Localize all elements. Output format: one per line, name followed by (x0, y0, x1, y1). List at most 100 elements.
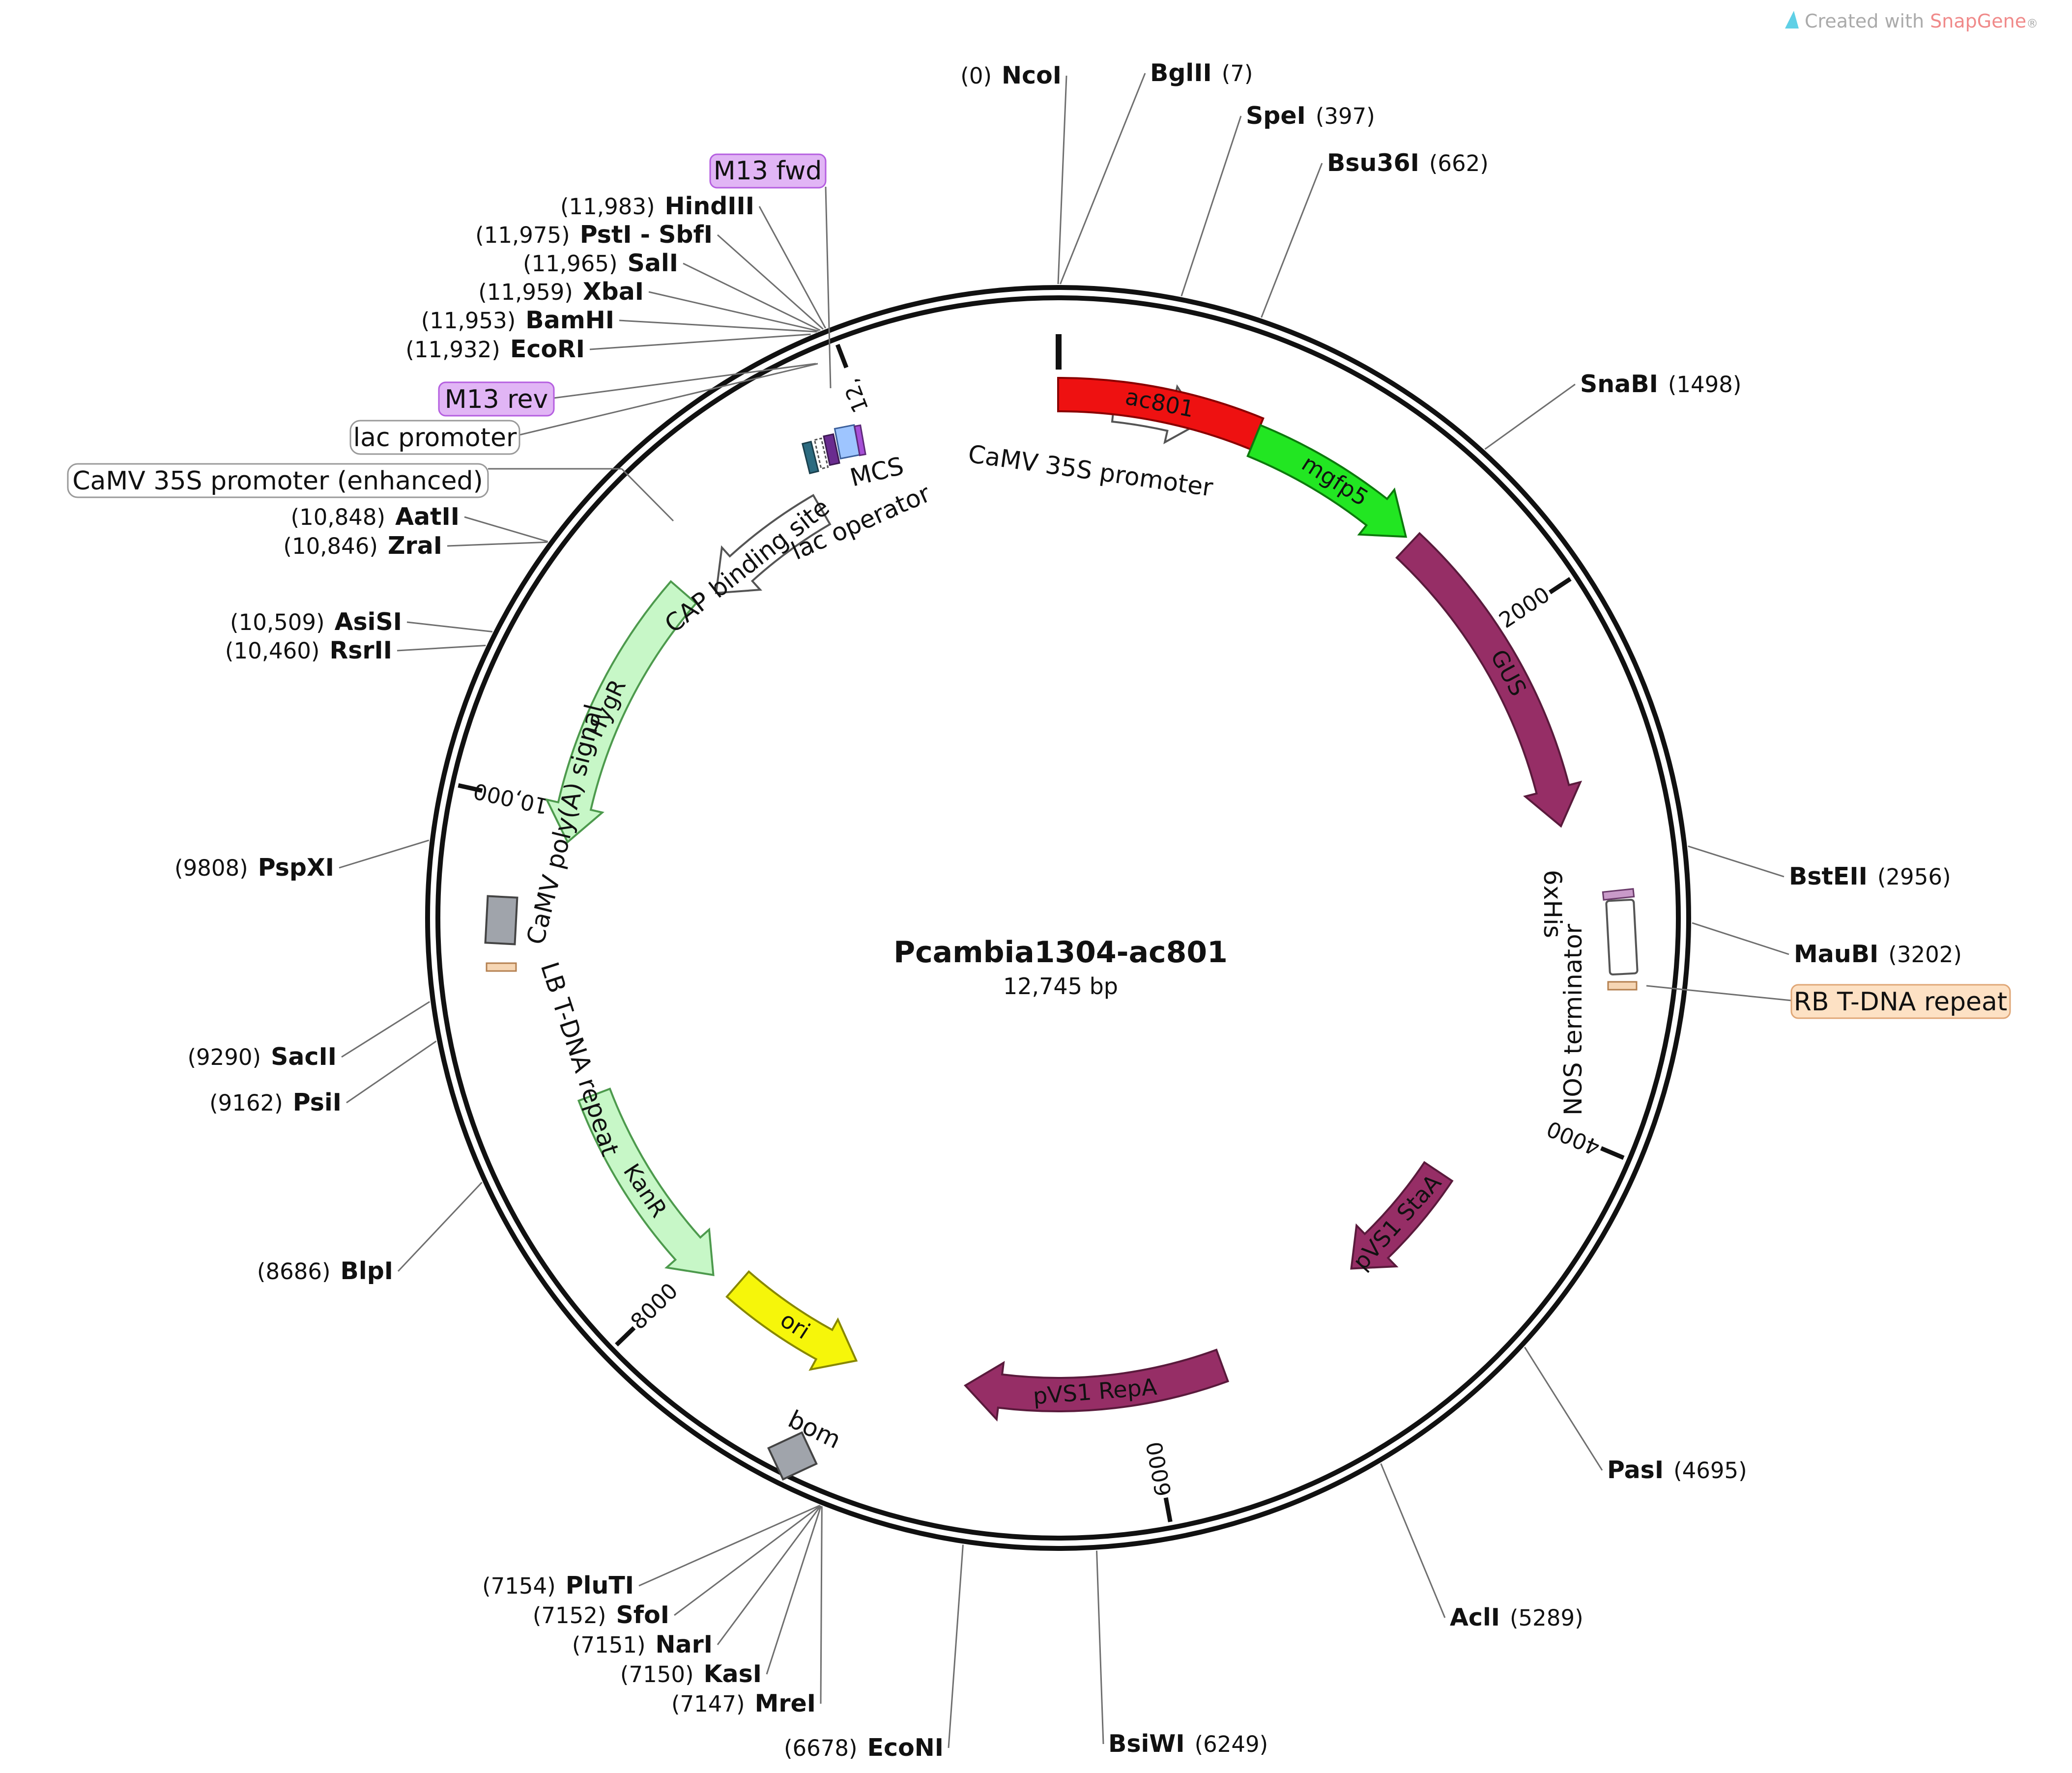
enzyme-pos-hindiii: (11,983) (560, 194, 655, 220)
tick-label-12000: 12, (838, 375, 874, 416)
enzyme-site-bsteii[interactable]: BstEII (2956) (1789, 862, 1951, 890)
enzyme-site-pasi[interactable]: PasI(4695) (1607, 1456, 1747, 1484)
svg-text:Created with SnapGene®: Created with SnapGene® (1805, 10, 2038, 32)
watermark-brand: SnapGene (1930, 10, 2026, 32)
lac-promoter-label: lac promoter (353, 423, 517, 453)
enzyme-site-bsu36i[interactable]: Bsu36I(662) (1327, 149, 1489, 177)
enzyme-site-pspxi[interactable]: PspXI(9808) (174, 854, 334, 882)
6xhis-block[interactable] (1602, 888, 1635, 901)
tick-8000 (615, 1326, 636, 1347)
camv35s-enh-arrow[interactable] (715, 494, 832, 594)
lac-promoter-box[interactable] (349, 420, 520, 455)
enzyme-name-bsiwi: BsiWI (1108, 1730, 1185, 1758)
enzyme-pos-snabi: (1498) (1668, 372, 1742, 398)
backbone-outer (425, 285, 1691, 1551)
ori-arrow[interactable] (725, 1270, 858, 1371)
enzyme-name-blpi: BlpI (341, 1257, 393, 1285)
enzyme-site-xbai[interactable]: XbaI(11,959) (478, 278, 644, 306)
enzyme-pos-acli: (5289) (1510, 1605, 1583, 1631)
lac-operator-block[interactable] (823, 433, 840, 466)
enzyme-site-bglii[interactable]: BglII(7) (1150, 59, 1253, 87)
enzyme-lead-snabi (1484, 383, 1576, 450)
enzyme-lead-rsrii (397, 645, 486, 652)
enzyme-name-psii: PsiI (293, 1088, 342, 1116)
enzyme-pos-bsteii: (2956) (1877, 864, 1951, 890)
enzyme-site-sacii[interactable]: SacII(9290) (187, 1043, 337, 1071)
enzyme-site-econi[interactable]: EcoNI(6678) (784, 1734, 944, 1762)
tick-label-10000: 10,000 (471, 778, 550, 819)
enzyme-site-maubi[interactable]: MauBI (3202) (1794, 940, 1962, 968)
enzyme-lead-ncoi (1057, 75, 1067, 285)
enzyme-lead-bsiwi (1095, 1550, 1104, 1744)
m13-fwd-box[interactable] (709, 153, 827, 189)
enzyme-site-rsrii[interactable]: RsrII(10,460) (225, 636, 392, 664)
enzyme-site-nari[interactable]: NarI(7151) (572, 1630, 713, 1659)
enzyme-lead-ecori (589, 333, 811, 350)
enzyme-site-kasi[interactable]: KasI(7150) (620, 1660, 762, 1688)
hygr-arrow[interactable] (545, 580, 698, 844)
enzyme-site-snabi[interactable]: SnaBI(1498) (1580, 370, 1741, 398)
enzyme-site-bsiwi[interactable]: BsiWI(6249) (1108, 1730, 1268, 1758)
enzyme-pos-blpi: (8686) (257, 1258, 331, 1285)
enzyme-lead-spei (1180, 115, 1242, 297)
nos-label: NOS terminator (1559, 923, 1587, 1115)
enzyme-lead-sacii (341, 1001, 431, 1058)
enzyme-pos-mrei: (7147) (671, 1691, 745, 1717)
enzyme-lead-maubi (1692, 922, 1789, 955)
watermark-prefix: Created with (1805, 10, 1930, 32)
nos-terminator-block[interactable] (1605, 898, 1639, 976)
enzyme-site-acli[interactable]: AclI(5289) (1450, 1603, 1583, 1631)
enzyme-site-blpi[interactable]: BlpI (8686) (257, 1257, 393, 1285)
cap-site-block[interactable] (813, 437, 829, 470)
enzyme-site-aatii[interactable]: AatII(10,848) (291, 503, 460, 531)
enzyme-name-aatii: AatII (395, 503, 460, 531)
m13-fwd-label: M13 fwd (714, 156, 822, 186)
bom-block[interactable] (767, 1431, 818, 1481)
enzyme-pos-spei: (397) (1316, 103, 1375, 129)
polya-block[interactable] (484, 895, 518, 945)
lac-promoter-lead (519, 363, 818, 436)
tick-12000 (835, 343, 849, 369)
enzyme-name-maubi: MauBI (1794, 940, 1878, 968)
enzyme-lead-sali (683, 262, 821, 331)
enzyme-pos-xbai: (11,959) (478, 279, 573, 305)
rb-tdna-box[interactable] (1790, 984, 2011, 1019)
boxed-labels: M13 fwd M13 rev lac promoter CaMV 35S pr… (67, 153, 2011, 1019)
enzyme-site-zrai[interactable]: ZraI(10,846) (283, 532, 442, 560)
enzyme-pos-maubi: (3202) (1888, 942, 1962, 968)
enzyme-site-spei[interactable]: SpeI(397) (1246, 102, 1375, 130)
enzyme-site-psii[interactable]: PsiI(9162) (209, 1088, 342, 1116)
snapgene-watermark[interactable]: Created with SnapGene® (1785, 10, 2038, 32)
enzyme-site-ncoi[interactable]: NcoI(0) (960, 61, 1062, 89)
enzyme-name-ecori: EcoRI (510, 335, 585, 363)
enzyme-site-psti-sbfi[interactable]: PstI - SbfI(11,975) (475, 221, 713, 249)
enzyme-site-asisi[interactable]: AsiSI(10,509) (230, 608, 402, 636)
tick-label-4000: 4000 (1543, 1115, 1604, 1160)
enzyme-lead-hindiii (758, 206, 827, 329)
enzyme-pos-econi: (6678) (784, 1735, 858, 1761)
m13-rev-box[interactable] (438, 381, 555, 417)
enzyme-site-hindiii[interactable]: HindIII(11,983) (560, 192, 754, 220)
pvs1-repa-arrow[interactable] (963, 1348, 1230, 1422)
pvs1-staa-arrow[interactable] (1350, 1161, 1454, 1270)
kanr-arrow[interactable] (577, 1087, 715, 1276)
enzyme-site-mrei[interactable]: MreI(7147) (671, 1689, 816, 1717)
rb-tdna-block[interactable] (1607, 981, 1638, 991)
watermark-mark: ® (2026, 17, 2038, 30)
camv-35s-enhanced-box[interactable] (67, 463, 489, 498)
enzyme-lead-nari (717, 1505, 822, 1645)
lac-promoter-block[interactable] (801, 440, 820, 475)
enzyme-site-sali[interactable]: SalI(11,965) (523, 249, 678, 277)
enzyme-name-bsteii: BstEII (1789, 862, 1868, 890)
enzyme-site-pluti[interactable]: PluTI(7154) (482, 1572, 634, 1600)
gus-arrow[interactable] (1395, 532, 1583, 828)
enzyme-site-sfoi[interactable]: SfoI(7152) (533, 1601, 669, 1629)
m13-fwd-block[interactable] (854, 424, 866, 457)
enzyme-site-ecori[interactable]: EcoRI(11,932) (405, 335, 585, 363)
mgfp5-arrow[interactable] (1246, 424, 1408, 538)
enzyme-site-bamhi[interactable]: BamHI(11,953) (421, 306, 614, 334)
lb-tdna-block[interactable] (486, 962, 517, 972)
enzyme-lead-bamhi (619, 319, 817, 333)
enzyme-name-nari: NarI (656, 1630, 713, 1659)
